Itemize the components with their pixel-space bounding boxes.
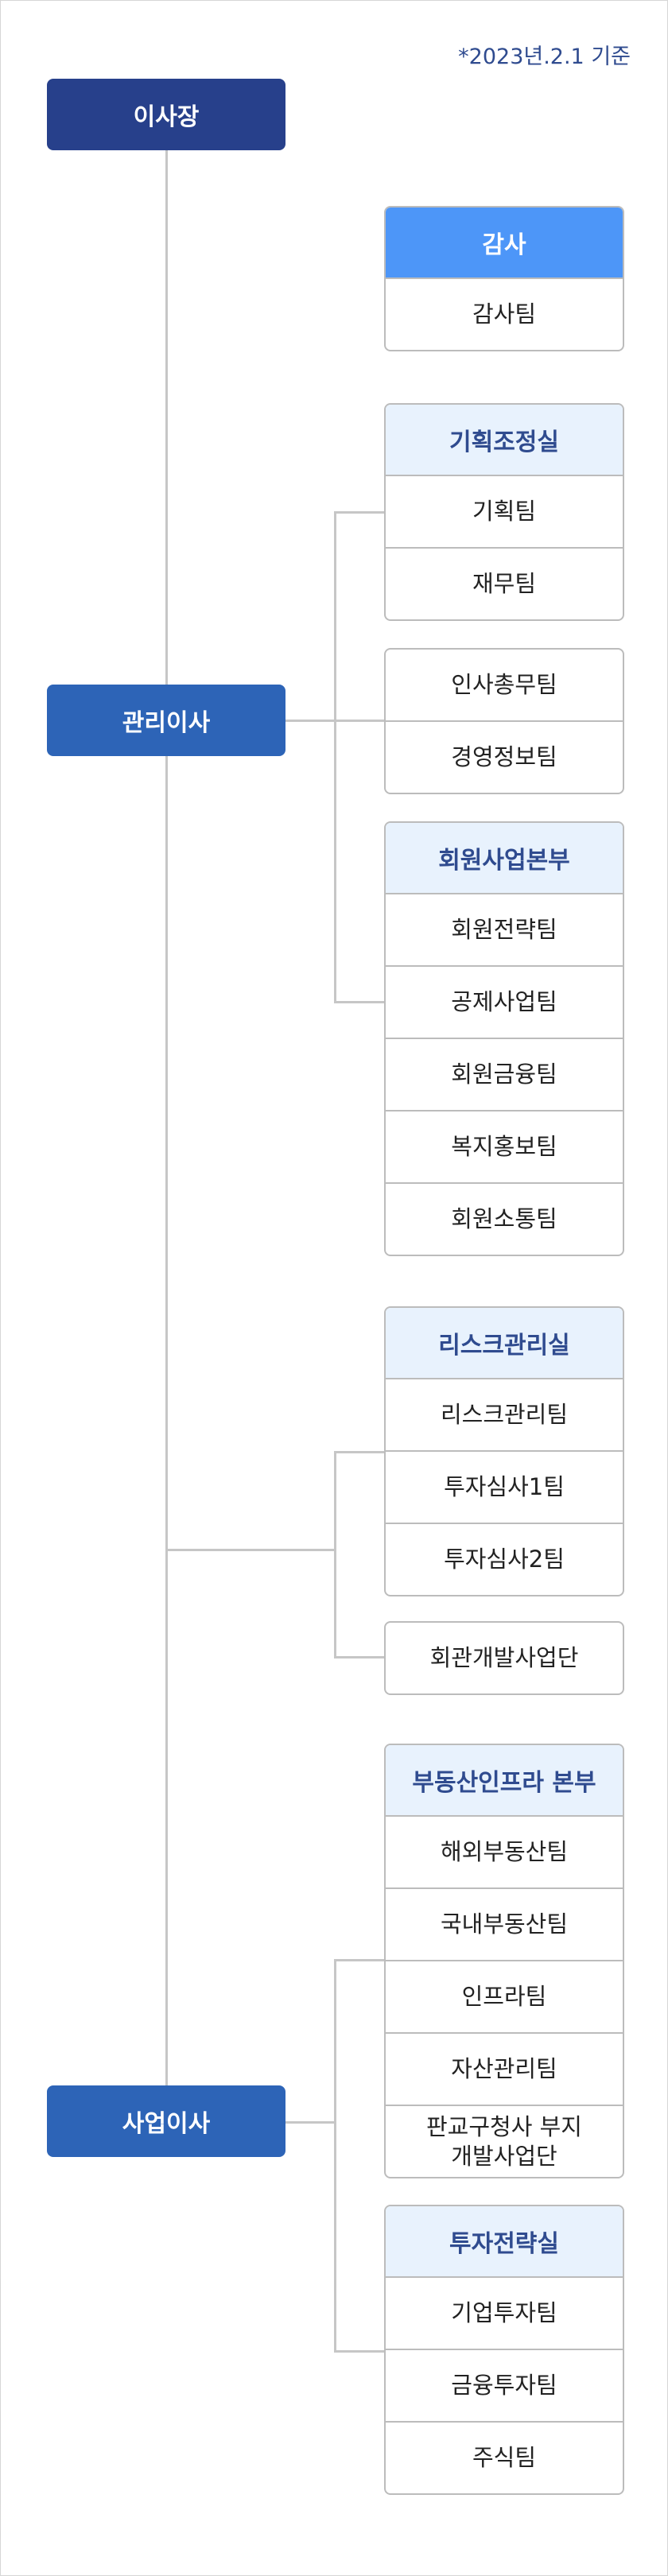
reference-date: *2023년.2.1 기준	[458, 45, 631, 69]
strategy-group: 투자전략실 기업투자팀 금융투자팀 주식팀	[384, 2205, 624, 2495]
planning-header: 기획조정실	[386, 405, 623, 476]
financial-investment-team: 금융투자팀	[386, 2349, 623, 2421]
corporate-investment-team: 기업투자팀	[451, 2299, 557, 2327]
chairman-box: 이사장	[47, 79, 285, 150]
connector-hall	[334, 1656, 384, 1658]
investment-review-1-team: 투자심사1팀	[386, 1450, 623, 1523]
connector-business	[285, 2121, 336, 2124]
risk-management-team: 리스크관리팀	[440, 1401, 569, 1429]
business-director-box: 사업이사	[47, 2085, 285, 2157]
overseas-realestate-team: 해외부동산팀	[440, 1838, 569, 1866]
connector-planning	[334, 511, 384, 514]
finance-team: 재무팀	[386, 547, 623, 619]
welfare-pr-team: 복지홍보팀	[386, 1110, 623, 1182]
planning-group: 기획조정실 기획팀 재무팀	[384, 403, 624, 621]
audit-header: 감사	[386, 208, 623, 279]
hall-development-unit: 회관개발사업단	[429, 1644, 579, 1672]
audit-group: 감사 감사팀	[384, 206, 624, 351]
infrastructure-team: 인프라팀	[386, 1960, 623, 2032]
member-finance-team: 회원금융팀	[386, 1038, 623, 1110]
connector-member	[334, 1001, 384, 1003]
domestic-realestate-team: 국내부동산팀	[386, 1887, 623, 1960]
connector-managing-vertical	[334, 511, 336, 1003]
connector-risk-vertical	[334, 1451, 336, 1658]
investment-review-2-team: 투자심사2팀	[386, 1523, 623, 1595]
audit-team: 감사팀	[472, 301, 537, 328]
member-communication-team: 회원소통팀	[386, 1182, 623, 1255]
hr-general-team: 인사총무팀	[451, 671, 557, 699]
risk-header: 리스크관리실	[386, 1308, 623, 1379]
strategy-header: 투자전략실	[386, 2206, 623, 2278]
managing-director-box: 관리이사	[47, 685, 285, 756]
connector-realestate	[334, 1959, 384, 1961]
connector-business-vertical	[334, 1959, 336, 2352]
realestate-header: 부동산인프라 본부	[386, 1745, 623, 1817]
planning-team: 기획팀	[472, 498, 537, 526]
management-info-team: 경영정보팀	[386, 720, 623, 793]
realestate-group: 부동산인프라 본부 해외부동산팀 국내부동산팀 인프라팀 자산관리팀 판교구청사…	[384, 1744, 624, 2178]
pangyo-development-unit: 판교구청사 부지 개발사업단	[386, 2105, 623, 2177]
connector-risk-horizontal	[167, 1549, 334, 1551]
member-header: 회원사업본부	[386, 823, 623, 894]
risk-group: 리스크관리실 리스크관리팀 투자심사1팀 투자심사2팀	[384, 1306, 624, 1596]
main-vertical-line	[165, 150, 168, 2085]
asset-management-team: 자산관리팀	[386, 2032, 623, 2105]
member-group: 회원사업본부 회원전략팀 공제사업팀 회원금융팀 복지홍보팀 회원소통팀	[384, 821, 624, 1256]
connector-strategy	[334, 2350, 384, 2353]
connector-risk-top	[334, 1451, 384, 1453]
equity-team: 주식팀	[386, 2421, 623, 2493]
hall-group: 회관개발사업단	[384, 1621, 624, 1695]
mutual-aid-team: 공제사업팀	[386, 965, 623, 1038]
member-strategy-team: 회원전략팀	[451, 916, 557, 944]
general-group: 인사총무팀 경영정보팀	[384, 648, 624, 794]
